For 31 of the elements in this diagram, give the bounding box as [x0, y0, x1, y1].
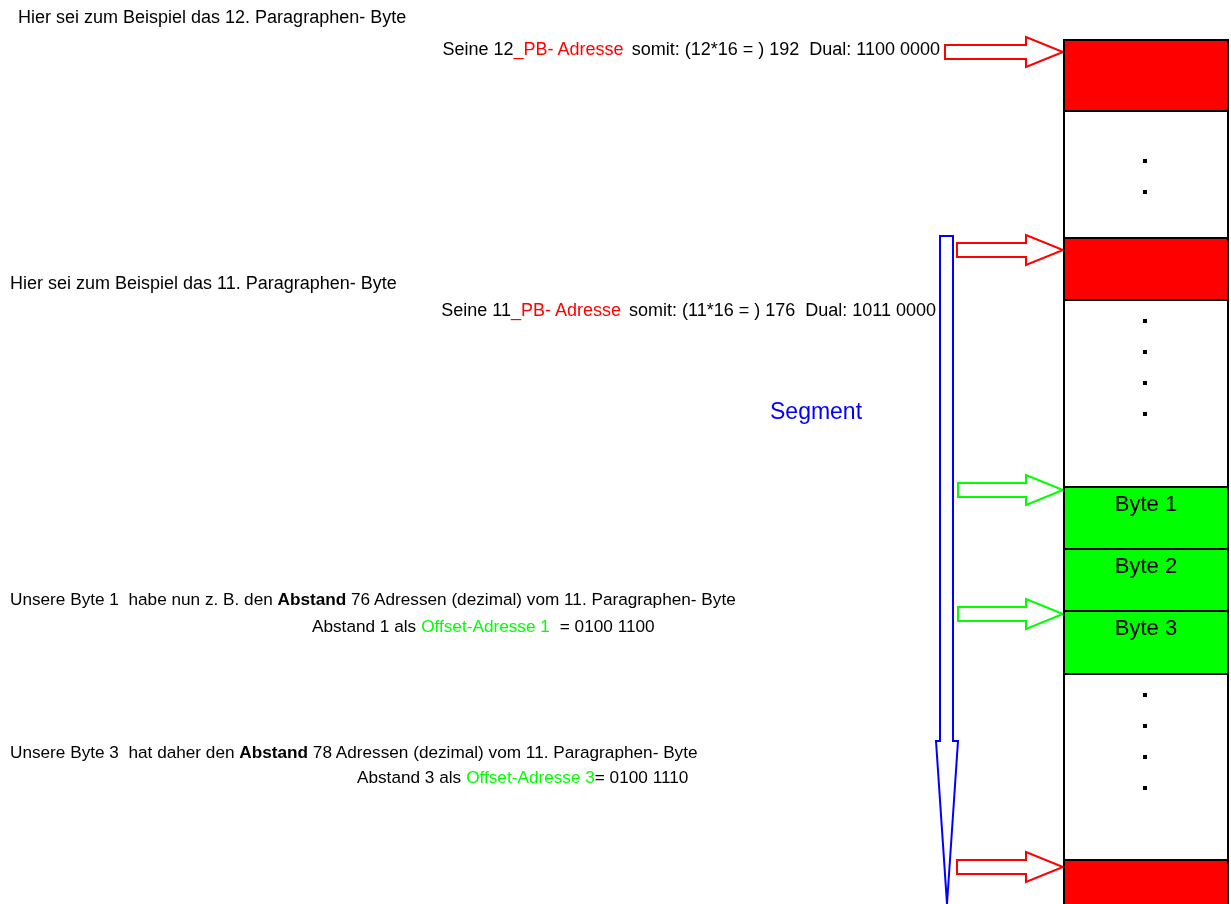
address-text: = 0100 1100 [559, 615, 655, 637]
description-text: Hier sei zum Beispiel das 12. Paragraphen- Byte [17, 6, 407, 28]
memory-cell [1063, 110, 1229, 239]
memory-cell [1063, 39, 1229, 112]
block-arrow [956, 850, 1066, 884]
block-arrow [956, 233, 1066, 267]
description-text: Hier sei zum Beispiel das 11. Paragraphen- Byte [10, 272, 397, 294]
memory-cell [1063, 859, 1229, 904]
description-text: Unsere Byte 3 hat daher den Abstand 78 Adressen (dezimal) vom 11. Paragraphen- Byte [10, 741, 698, 763]
address-label: Offset-Adresse 1 [421, 615, 550, 637]
memory-cell [1063, 237, 1229, 301]
block-arrow [957, 597, 1066, 631]
memory-cell: Byte 3 [1063, 610, 1229, 675]
address-text: Abstand 3 als [357, 766, 462, 788]
address-text: Seine 11 [441, 299, 511, 320]
address-text: Abstand 1 als [312, 615, 417, 637]
address-label: _PB- Adresse [513, 38, 624, 60]
block-arrow [957, 473, 1066, 507]
description-text: Unsere Byte 1 habe nun z. B. den Abstand 76 Adressen (dezimal) vom 11. Paragraphen- Byte [10, 588, 736, 610]
address-text: = 0100 1110 [594, 766, 689, 788]
memory-cell: Byte 2 [1063, 548, 1229, 612]
address-label: _PB- Adresse [510, 299, 621, 321]
block-arrow [944, 35, 1066, 69]
memory-cell: Byte 1 [1063, 486, 1229, 550]
memory-cell [1063, 299, 1229, 488]
address-text: somit: (11*16 = ) 176 Dual: 1011 0000 [628, 299, 936, 321]
address-text: somit: (12*16 = ) 192 Dual: 1100 0000 [631, 38, 940, 60]
memory-cell [1063, 673, 1229, 861]
address-text: Seine 12 [442, 38, 514, 59]
address-label: Offset-Adresse 3 [466, 766, 595, 788]
segment-label: Segment [770, 398, 863, 425]
